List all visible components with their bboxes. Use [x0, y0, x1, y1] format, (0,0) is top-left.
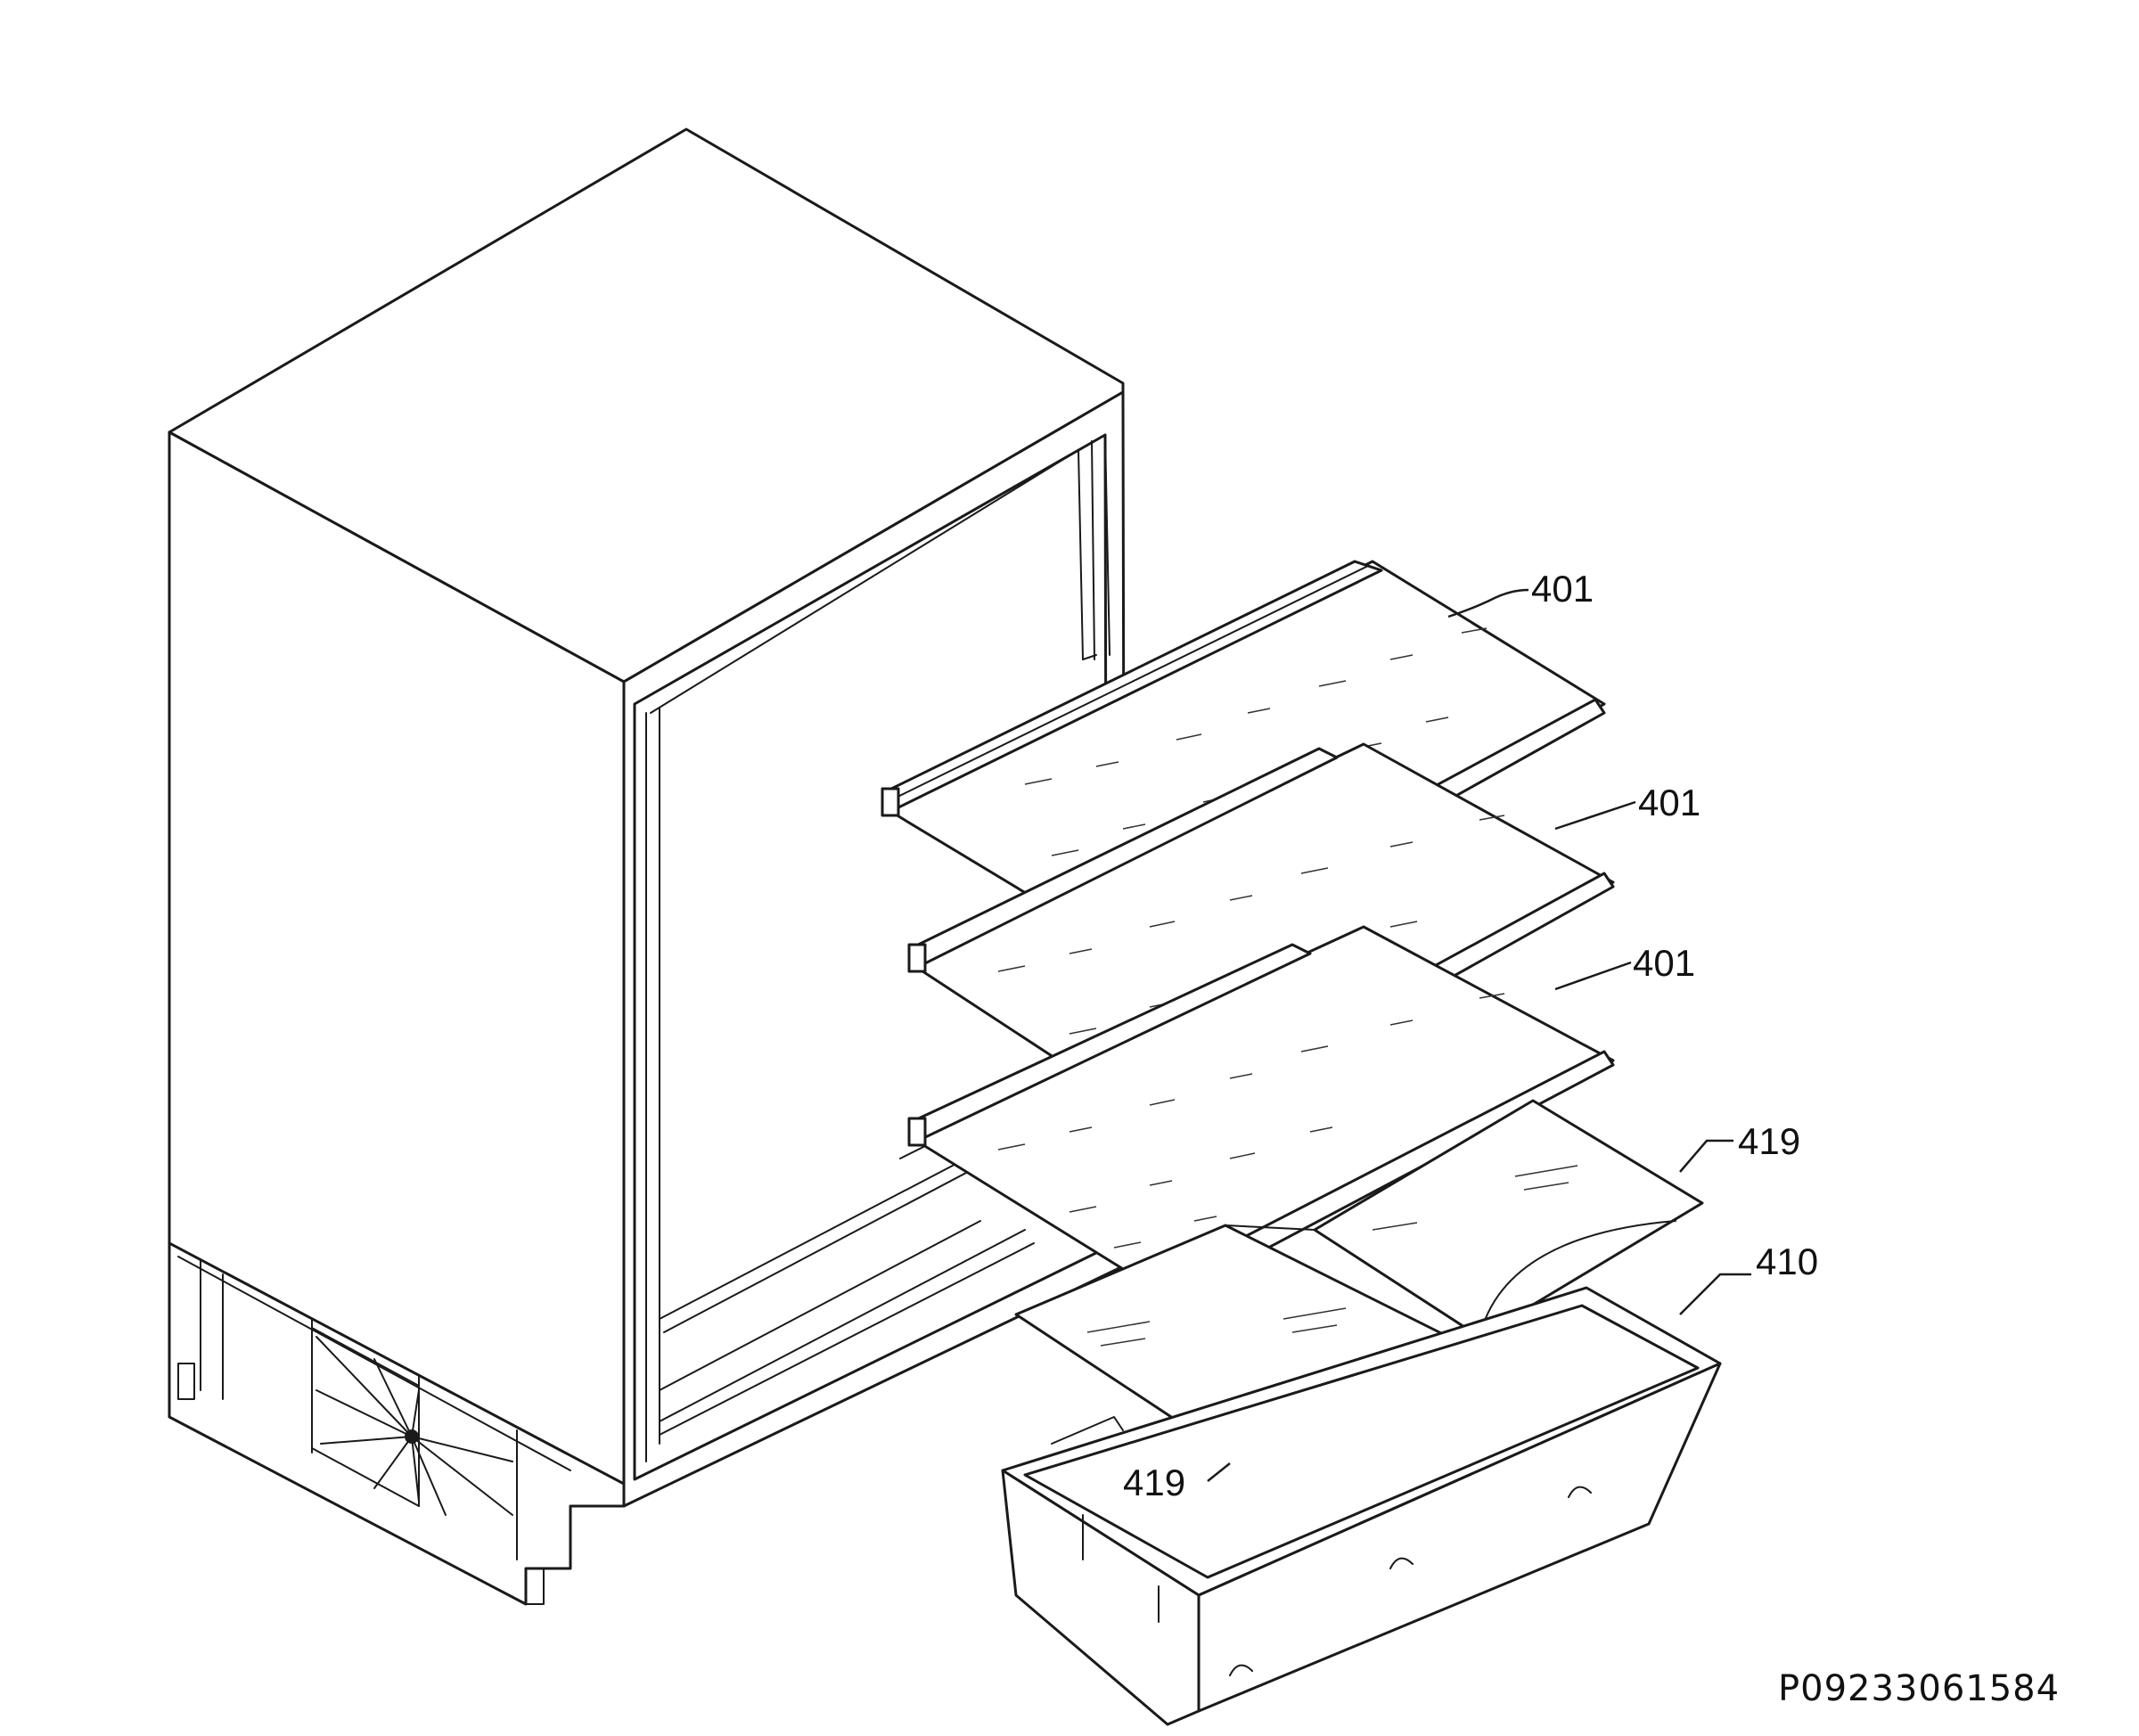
glass-shelf-bottom — [907, 925, 1615, 1312]
leader-line — [1679, 1139, 1733, 1173]
leader-line — [1679, 1273, 1751, 1315]
compressor-grille — [311, 1327, 513, 1516]
fridge-cabinet — [168, 127, 1127, 1606]
callout-label: 401 — [1531, 568, 1594, 610]
callout-label: 401 — [1633, 942, 1695, 984]
crisper-drawer — [1001, 1286, 1722, 1726]
callout-label: 419 — [1123, 1462, 1185, 1503]
callout-label: 419 — [1738, 1120, 1800, 1162]
leader-line — [1554, 800, 1636, 831]
leader-line — [1447, 588, 1529, 618]
diagram-code: P09233061584 — [1778, 1668, 2060, 1709]
leader-line — [1207, 1462, 1231, 1482]
leader-line — [1554, 961, 1632, 991]
callout-labels: 401 401 401 419 410 419 — [1123, 568, 1818, 1503]
callout-label: 410 — [1756, 1241, 1818, 1282]
callout-label: 401 — [1638, 782, 1701, 823]
